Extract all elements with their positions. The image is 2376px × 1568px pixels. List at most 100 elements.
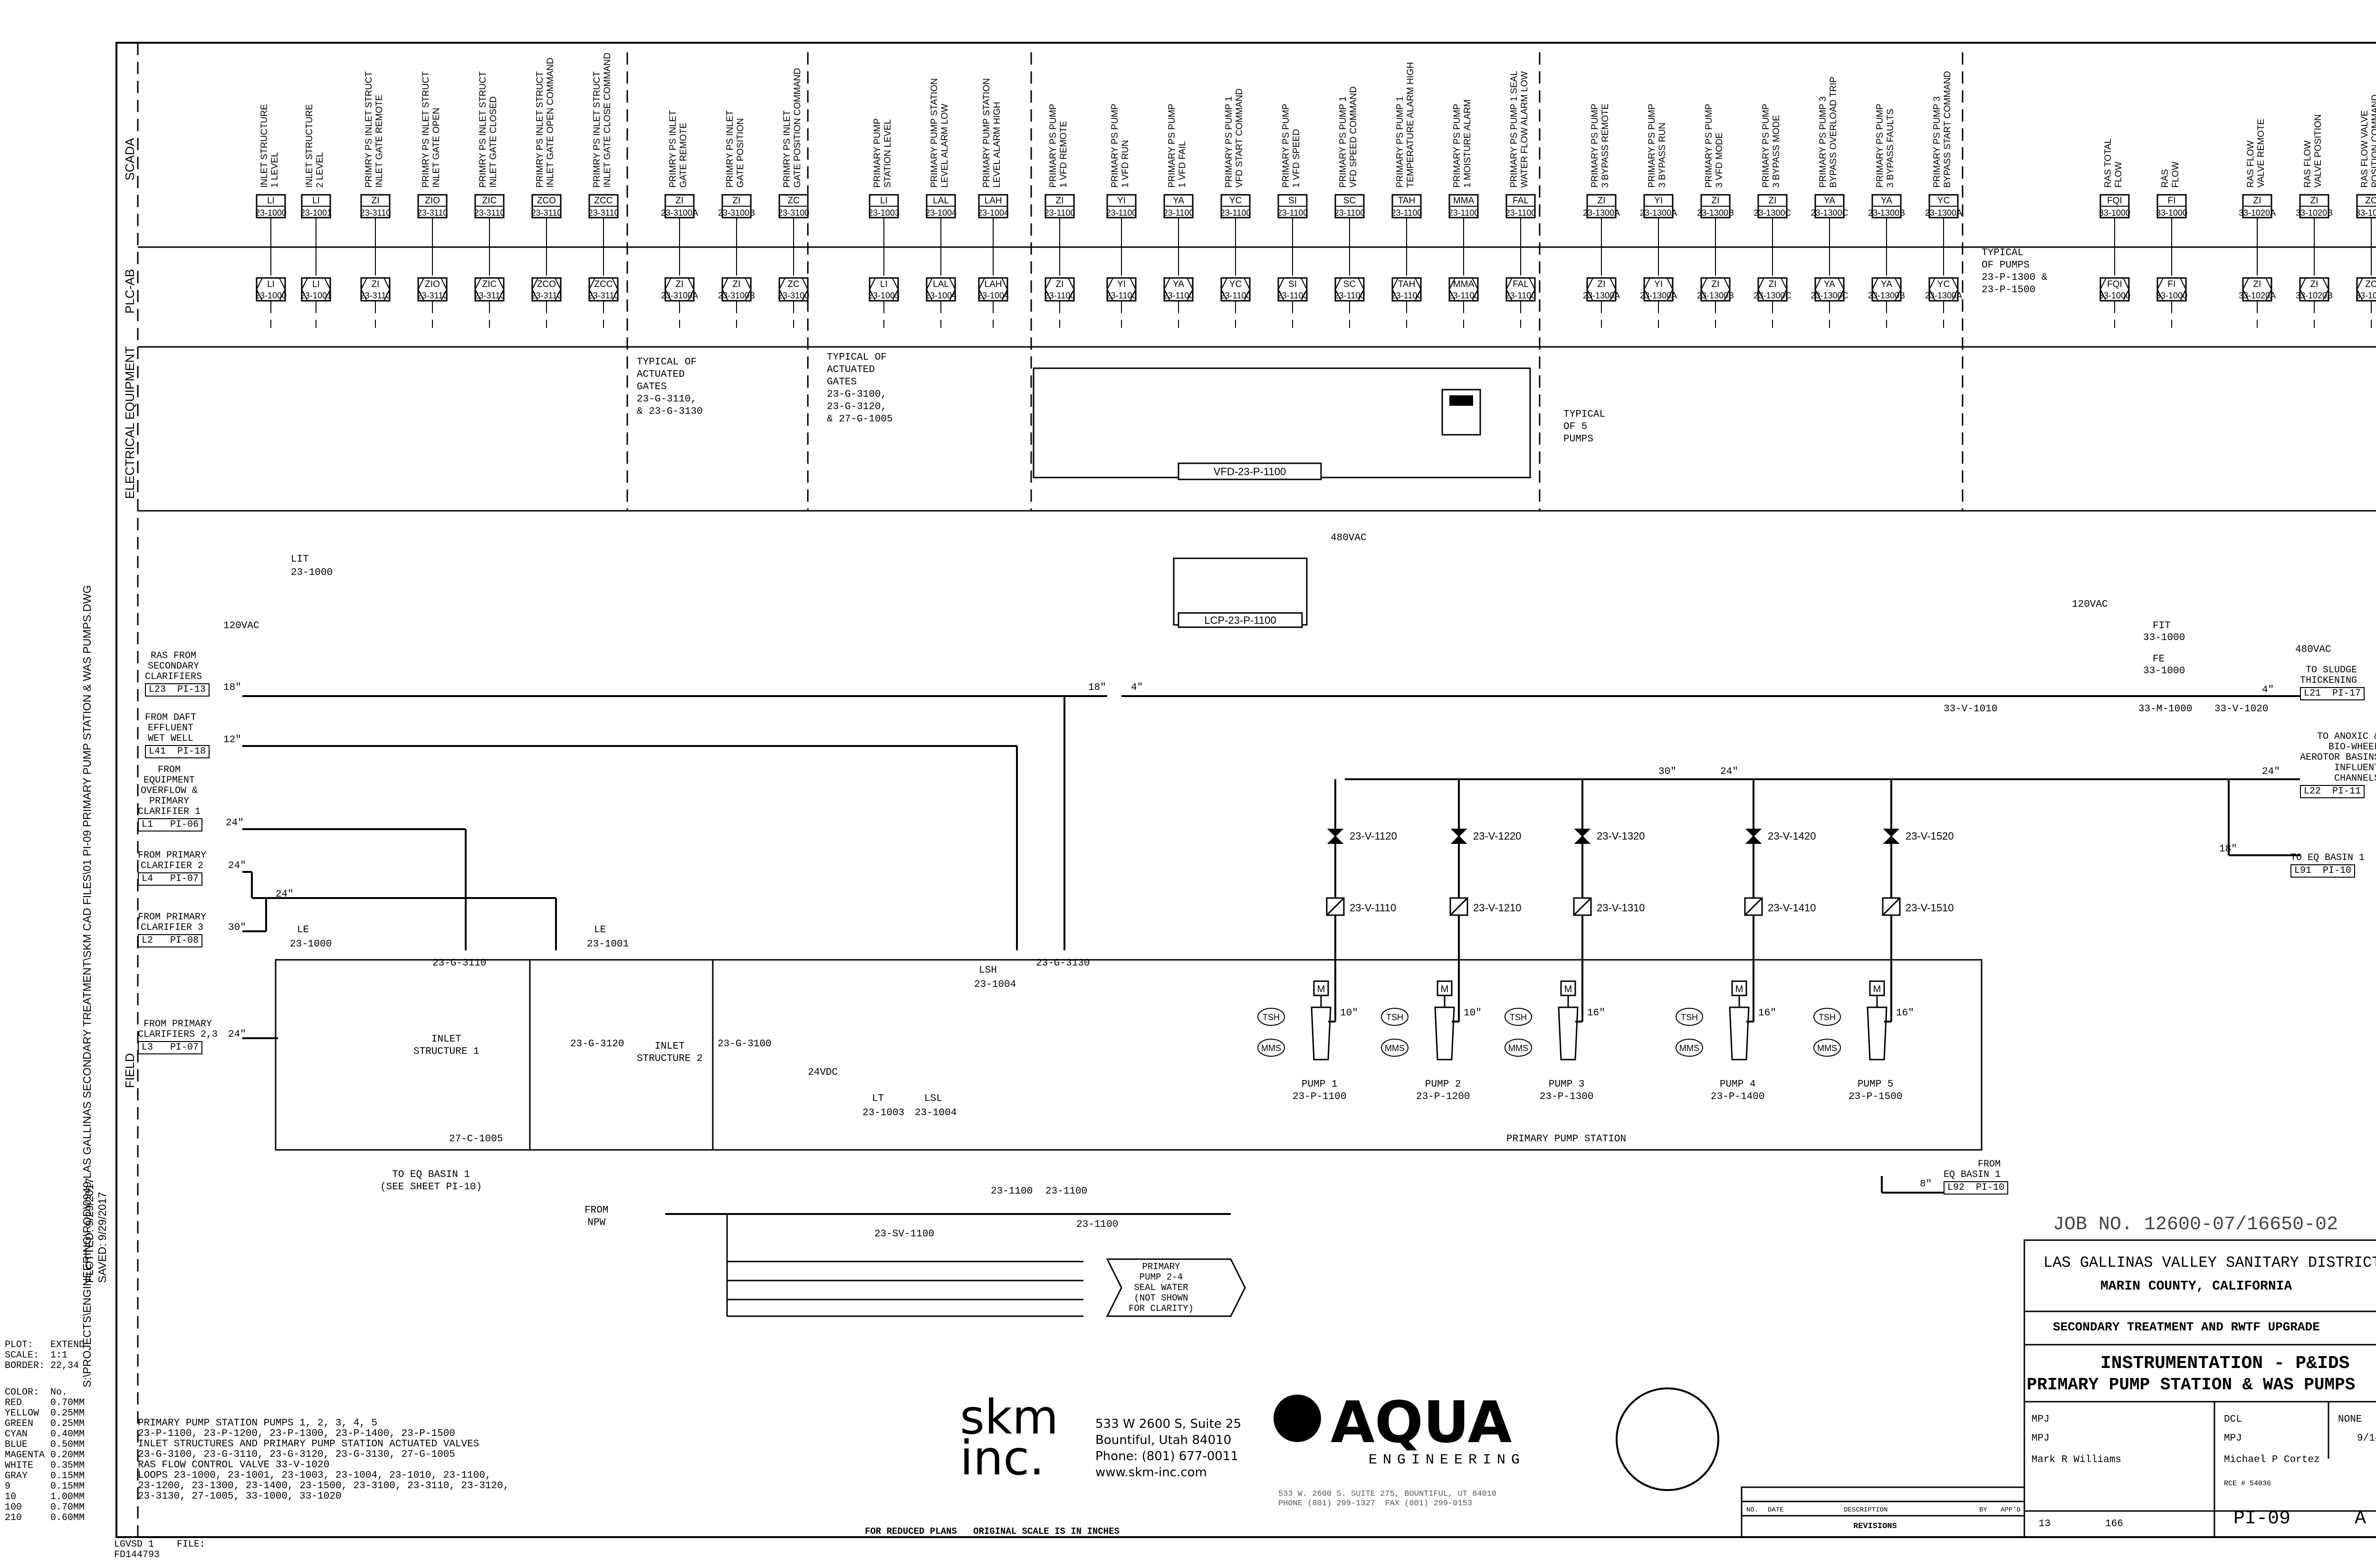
scada-func: LI — [880, 196, 888, 206]
lsl-tag: 23-1004 — [915, 1108, 957, 1119]
scada-desc: FLOW — [2171, 162, 2181, 188]
plc-hex — [2299, 277, 2329, 301]
plc-func: ZI — [2310, 279, 2319, 289]
gate-3100: 23-G-3100 — [718, 1039, 772, 1050]
scada-desc: PRIMARY PS PUMP — [1704, 104, 1714, 188]
scada-tag: 33-1000 — [2099, 208, 2130, 218]
checked-by: MPJ — [2031, 1414, 2050, 1425]
pump-instrument-func: TSH — [1681, 1013, 1698, 1022]
pipe-size: 8" — [1920, 1179, 1932, 1190]
plc-hex — [2242, 277, 2272, 301]
pump-instrument-func: TSH — [1386, 1013, 1403, 1022]
scada-func: LAH — [985, 196, 1002, 206]
revisions-label: REVISIONS — [1853, 1522, 1897, 1531]
revisions-col-header: DATE — [1768, 1506, 1784, 1514]
scada-tag: 23-1100 — [1163, 208, 1194, 218]
plc-hex — [1334, 277, 1365, 301]
scada-desc: 1 VFD SPEED — [1292, 129, 1302, 188]
scada-func: YA — [1173, 196, 1184, 206]
scada-desc: 3 VFD MODE — [1715, 133, 1725, 188]
iso-valve-tag: 23-V-1220 — [1473, 830, 1522, 842]
plc-func: TAH — [1398, 279, 1416, 289]
scada-desc: VALVE REMOTE — [2256, 119, 2266, 188]
offpage-ref: L3 PI-07 — [138, 1041, 203, 1054]
plc-func: ZI — [1056, 279, 1064, 289]
scada-desc: INLET GATE REMOTE — [374, 95, 384, 188]
offpage-ref: L92 PI-10 — [1944, 1181, 2009, 1195]
plc-tag: 23-3110 — [360, 291, 391, 300]
pipe-size: 24" — [2262, 766, 2280, 777]
sheet-title-1: INSTRUMENTATION - P&IDS — [2100, 1353, 2350, 1374]
plc-tag: 23-3100A — [661, 291, 698, 300]
plc-hex — [1277, 277, 1308, 301]
skm-address: 533 W 2600 S, Suite 25 Bountiful, Utah 8… — [1095, 1417, 1242, 1480]
offpage-connector: TO SLUDGE THICKENING — [2300, 665, 2357, 686]
offpage-connector: RAS FROM SECONDARY CLARIFIERS — [145, 650, 202, 682]
plc-hex — [1928, 277, 1959, 301]
scada-desc: VALVE POSITION — [2313, 114, 2323, 188]
scada-tag: 23-1100 — [1448, 208, 1479, 218]
plc-func: LI — [267, 279, 275, 289]
plc-tag: 23-3100B — [718, 291, 755, 300]
scada-func: FI — [2168, 196, 2176, 206]
scada-tag: 23-3100 — [778, 208, 809, 218]
plc-func: FI — [2168, 279, 2176, 289]
wet-well-outline — [275, 959, 1983, 1151]
pipe-size: 24" — [276, 889, 294, 900]
label-inlet-structure-1: INLET STRUCTURE 1 — [413, 1034, 479, 1057]
pump-discharge-size: 10" — [1464, 1008, 1482, 1019]
scada-desc: INLET GATE OPEN — [431, 108, 441, 188]
pump-instrument-func: MMS — [1261, 1043, 1281, 1053]
plc-hex — [869, 277, 899, 301]
plc-hex — [664, 277, 695, 301]
plc-tag: 23-1300C — [1753, 291, 1791, 300]
gate-3120: 23-G-3120 — [570, 1039, 624, 1050]
scada-tag: 23-1100 — [1334, 208, 1365, 218]
plc-tag: 33-1000 — [2099, 291, 2130, 300]
plc-hex — [1814, 277, 1845, 301]
scada-desc: GATE REMOTE — [679, 123, 689, 188]
scada-tag: 33-1020 — [2356, 208, 2376, 218]
offpage-connector: TO EQ BASIN 1 — [2290, 852, 2365, 863]
offpage-ref: L1 PI-06 — [138, 818, 203, 832]
pump-instrument — [1257, 1039, 1285, 1057]
plc-tag: 33-1020A — [2239, 291, 2276, 300]
pump-body — [1867, 1006, 1887, 1061]
plc-hex — [417, 277, 448, 301]
fit-tag: 33-1000 — [2143, 632, 2185, 643]
plc-tag: 23-1100 — [1106, 291, 1137, 300]
scada-func: SI — [1288, 196, 1297, 206]
band-plc: PLC-AB — [123, 269, 137, 314]
scada-func: ZC — [787, 196, 799, 206]
plc-tag: 23-1100 — [1163, 291, 1194, 300]
scada-desc: PRIMARY PS PUMP 3 — [1818, 96, 1828, 188]
pump-instrument — [1676, 1008, 1703, 1026]
offpage-ref: L22 PI-11 — [2300, 785, 2365, 798]
scada-func: LAL — [933, 196, 949, 206]
plc-instrument-row: LI23-1000LI23-1001ZI23-3110ZIO23-3110ZIC… — [255, 277, 2376, 328]
offpage-connector: FROM PRIMARY CLARIFIERS 2,3 — [138, 1019, 218, 1040]
plc-tag: 23-3110 — [417, 291, 448, 300]
plc-func: ZI — [676, 279, 684, 289]
iso-valve-tag: 23-V-1320 — [1597, 830, 1645, 842]
scada-desc: STATION LEVEL — [883, 119, 893, 188]
plc-func: SI — [1288, 279, 1297, 289]
plc-func: YA — [1824, 279, 1835, 289]
revision-letter: A — [2355, 1508, 2366, 1530]
lsl-func: LSL — [924, 1093, 942, 1104]
pump-instrument — [1381, 1008, 1408, 1026]
iso-valve-tag: 23-V-1520 — [1906, 830, 1954, 842]
scada-desc: TEMPERATURE ALARM HIGH — [1406, 62, 1416, 188]
plc-tag: 23-1300A — [1583, 291, 1620, 300]
iso-valve — [1450, 829, 1467, 844]
plc-tag: 23-1100 — [1391, 291, 1422, 300]
engineer-seal — [1616, 1387, 1719, 1491]
offpage-ref: L91 PI-10 — [2290, 864, 2356, 878]
plc-func: ZC — [2365, 279, 2376, 289]
scada-tag: 23-1100 — [1505, 208, 1536, 218]
plc-tag: 23-3100 — [778, 291, 809, 300]
pipe-size: 24" — [228, 1029, 246, 1040]
job-number: JOB NO. 12600-07/16650-02 — [2053, 1214, 2338, 1235]
file-info: LGVSD 1 FILE: FD144793 — [114, 1539, 206, 1560]
approved-by: MPJ — [2031, 1433, 2050, 1444]
